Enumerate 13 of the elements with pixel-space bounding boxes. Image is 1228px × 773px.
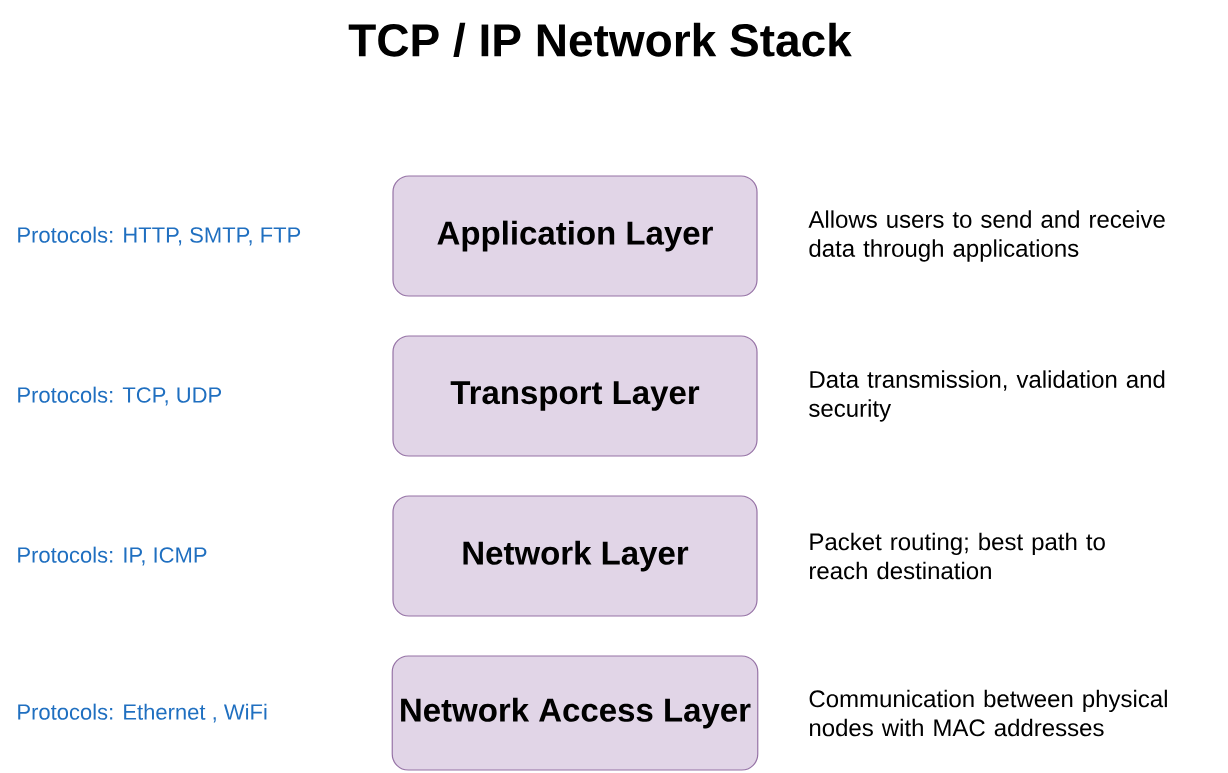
title: TCP / IP Network Stack bbox=[348, 22, 852, 58]
description-text: Allows users to send and receive data through applications bbox=[808, 210, 1165, 262]
layer-box: Network Layer bbox=[392, 495, 758, 617]
description-text: Communication between physical nodes with MAC addresses bbox=[809, 689, 1167, 737]
description-text: Packet routing; best path to reach destination bbox=[810, 532, 1105, 580]
layer-box: Network Access Layer bbox=[391, 655, 759, 771]
description-text: Data transmission, validation and security bbox=[809, 370, 1165, 422]
layer-box: Transport Layer bbox=[392, 335, 758, 457]
protocol-text: Protocols: HTTP, SMTP, FTP bbox=[18, 226, 301, 246]
protocol-text: Protocols: Ethernet , WiFi bbox=[18, 703, 267, 723]
protocol-text: Protocols: TCP, UDP bbox=[18, 386, 222, 406]
layer-box: Application Layer bbox=[392, 175, 758, 297]
protocol-text: Protocols: IP, ICMP bbox=[18, 546, 207, 566]
